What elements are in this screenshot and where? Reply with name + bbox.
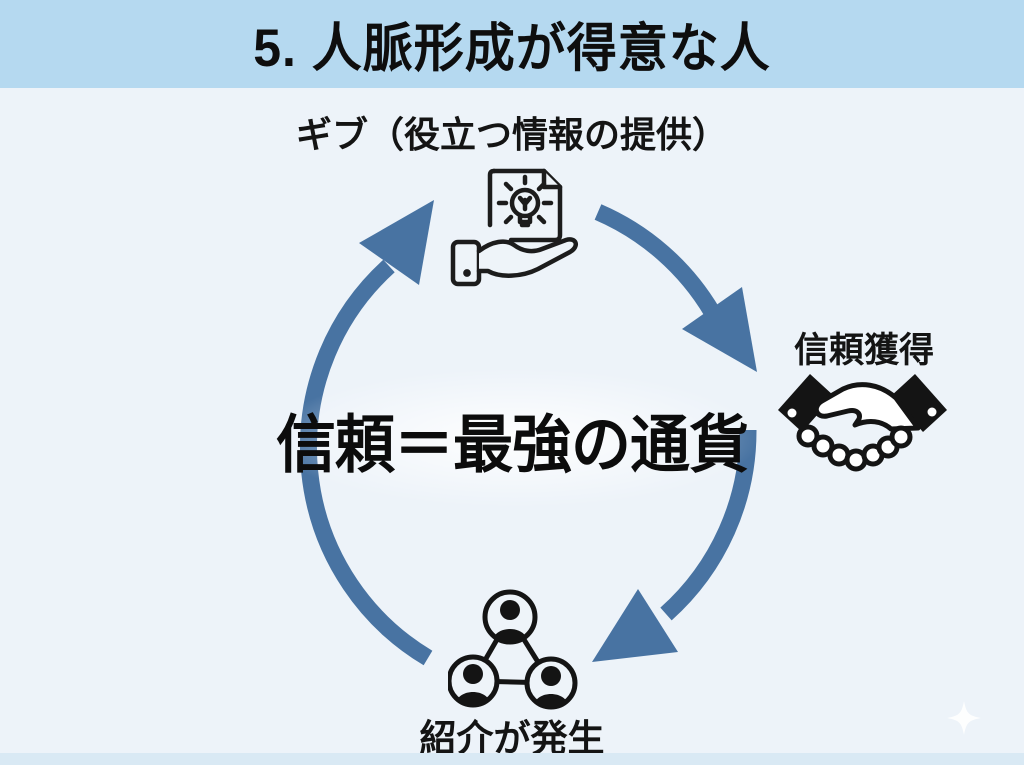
referral-label: 紹介が発生 [419,718,605,759]
center-highlight [270,368,760,508]
sparkle-icon [947,701,981,735]
handshake-icon [778,374,947,472]
title-banner: 5. 人脈形成が得意な人 [0,0,1024,88]
hand-giving-idea-document-icon [450,168,578,287]
bottom-strip [0,753,1024,765]
give-label: ギブ（役立つ情報の提供） [295,114,728,155]
arrow-give-to-trust-icon [594,204,757,372]
people-network-icon [448,589,578,710]
page-title: 5. 人脈形成が得意な人 [253,18,771,78]
center-message: 信頼＝最強の通貨 [276,409,749,480]
trust-label: 信頼獲得 [793,331,934,370]
